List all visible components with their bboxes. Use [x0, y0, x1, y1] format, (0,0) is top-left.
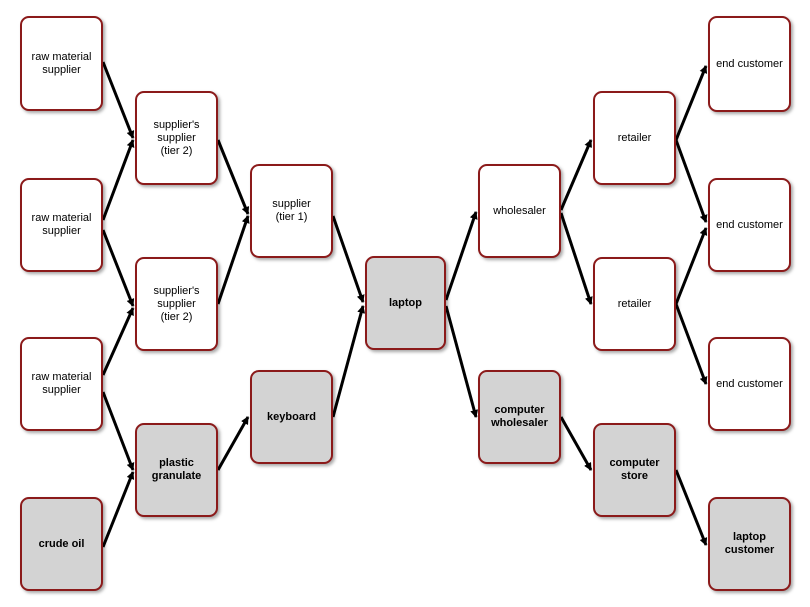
arrow-keyboard-to-laptop	[331, 305, 366, 418]
node-laptop-customer: laptop customer	[708, 497, 791, 591]
arrow-wholesaler-to-retail2	[559, 212, 593, 305]
arrow-sup1-to-laptop	[331, 215, 365, 303]
arrow-retail1-to-end2	[674, 139, 708, 223]
arrow-wholesaler-to-retail1	[559, 139, 593, 211]
arrow-laptop-to-compwh	[444, 305, 479, 418]
arrow-retail1-to-end1	[674, 65, 708, 141]
node-retailer-1: retailer	[593, 91, 676, 185]
node-supplier-tier1: supplier (tier 1)	[250, 164, 333, 258]
node-end-customer-1: end customer	[708, 16, 791, 112]
arrow-ss1-to-sup1	[216, 139, 250, 215]
arrow-compwh-to-store	[559, 416, 593, 471]
node-plastic-granulate: plastic granulate	[135, 423, 218, 517]
node-suppliers-supplier-2: supplier's supplier (tier 2)	[135, 257, 218, 351]
node-suppliers-supplier-1: supplier's supplier (tier 2)	[135, 91, 218, 185]
arrow-raw3-to-plastic	[101, 391, 135, 471]
arrow-raw2-to-ss2	[101, 229, 135, 307]
arrow-raw2-to-ss1	[101, 139, 135, 221]
node-computer-store: computer store	[593, 423, 676, 517]
arrow-crude-to-plastic	[101, 471, 135, 548]
node-raw-material-supplier-2: raw material supplier	[20, 178, 103, 272]
node-raw-material-supplier-1: raw material supplier	[20, 16, 103, 111]
arrow-retail2-to-end2	[674, 227, 708, 305]
node-end-customer-2: end customer	[708, 178, 791, 272]
node-end-customer-3: end customer	[708, 337, 791, 431]
node-raw-material-supplier-3: raw material supplier	[20, 337, 103, 431]
node-laptop: laptop	[365, 256, 446, 350]
node-keyboard: keyboard	[250, 370, 333, 464]
arrow-laptop-to-wholesaler	[444, 211, 478, 301]
node-crude-oil: crude oil	[20, 497, 103, 591]
node-wholesaler: wholesaler	[478, 164, 561, 258]
arrow-raw3-to-ss2	[101, 307, 135, 376]
arrow-ss2-to-sup1	[216, 215, 250, 305]
arrow-raw1-to-ss1	[101, 61, 135, 139]
arrow-store-to-lapcust	[674, 469, 708, 546]
arrow-retail2-to-end3	[674, 303, 708, 385]
node-computer-wholesaler: computer wholesaler	[478, 370, 561, 464]
arrow-plastic-to-keyboard	[216, 416, 250, 471]
node-retailer-2: retailer	[593, 257, 676, 351]
